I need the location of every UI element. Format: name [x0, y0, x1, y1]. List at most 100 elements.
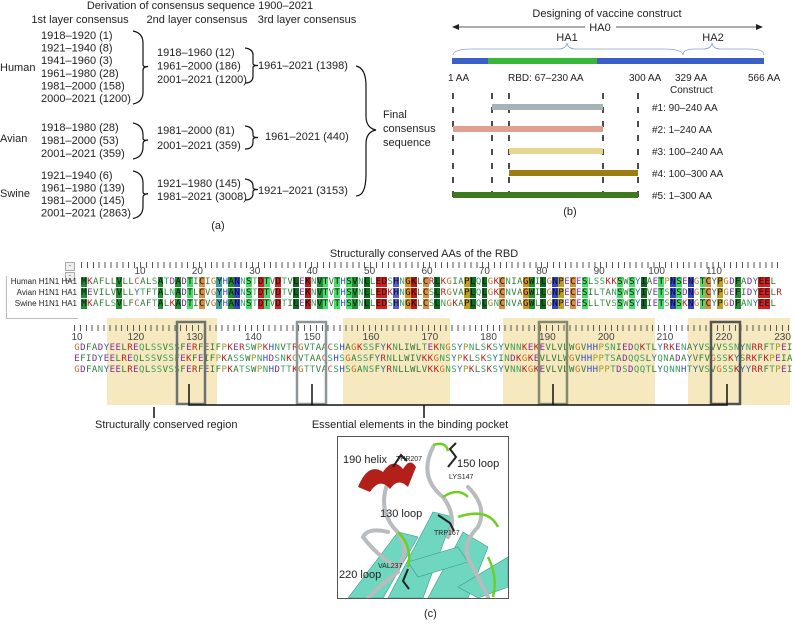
sequence-row: MKAFLSVLFCAFTALKADTICVGYHANNSTDTVDTILEKN… [81, 299, 776, 309]
second-layer-item: 1921–1980 (145) [157, 178, 241, 190]
first-layer-item: 1918–1980 (28) [41, 122, 119, 134]
ruler-tick-label: 120 [127, 332, 145, 343]
ruler-block2 [74, 325, 792, 331]
ruler-tick-label: 10 [71, 332, 83, 343]
second-layer-item: 1981–2021 (3008) [157, 191, 247, 203]
rbd-segment [488, 58, 597, 64]
ruler-tick-label: 100 [648, 266, 665, 277]
ha1-brace [452, 42, 684, 56]
construct-bar-1 [492, 104, 603, 110]
label-150-loop: 150 loop [457, 458, 499, 470]
first-layer-item: 1981–2000 (145) [41, 195, 125, 207]
label-thr207: THR207 [396, 456, 422, 463]
ruler-tick-label: 170 [421, 332, 439, 343]
brace [132, 170, 149, 220]
seq-name-swine: Swine H1N1 HA1 [14, 299, 77, 308]
brace [244, 125, 259, 150]
ruler-tick-label: 80 [536, 266, 548, 277]
sequence-row: GDFADYEELREQLSSVSSFERFEIFPKERSWPKHNVTRGV… [74, 343, 793, 353]
header-1st-layer: 1st layer consensus [31, 14, 129, 26]
header-2nd-layer: 2nd layer consensus [147, 14, 248, 26]
ruler-tick-label: 30 [249, 266, 261, 277]
ruler-tick-label: 40 [306, 266, 318, 277]
brace [244, 47, 259, 84]
sequence-names-panel: Human H1N1 HA1 Avian H1N1 HA1 Swine H1N1… [6, 276, 78, 319]
first-layer-item: 1961–1980 (139) [41, 183, 125, 195]
panel-a-caption: (a) [211, 220, 224, 232]
pos-1aa: 1 AA [448, 73, 469, 84]
first-layer-item: 1981–2000 (53) [41, 135, 119, 147]
brace [132, 122, 149, 160]
third-layer-item: 1961–2021 (1398) [258, 60, 348, 72]
arrow-head-right-icon [756, 24, 763, 30]
panel-b: Designing of vaccine construct HA0 HA1 H… [448, 8, 781, 218]
second-layer-item: 2001–2021 (1200) [157, 74, 247, 86]
arrow-head-left-icon [452, 24, 459, 30]
third-layer-item: 1921–2021 (3153) [258, 185, 348, 197]
ha0-sequence-bar [452, 58, 764, 64]
ruler-tick-label: 230 [774, 332, 791, 343]
first-layer-item: 1921–1940 (8) [41, 43, 113, 55]
construct-bar-3 [509, 148, 603, 154]
construct-bar-4 [509, 170, 638, 176]
construct-label-4: #4: 100–300 AA [652, 169, 724, 180]
sequence-row: EFIDYEELREQLSSVSSFEKFEIFPKASSWPNHDSNKGVT… [74, 354, 793, 364]
pos-329aa: 329 AA [675, 73, 708, 84]
side-chains [392, 442, 458, 590]
group-label: Avian [0, 133, 27, 145]
panel-a: Derivation of consensus sequence 1900–20… [0, 0, 436, 232]
label-lys147: LYS147 [449, 474, 473, 481]
panel-c-title: Structurally conserved AAs of the RBD [330, 248, 518, 260]
sequence-row: MEVILVVLLYTFTALNADTLCVGYHANNSTDTVDTVLEKN… [81, 288, 782, 298]
ha2-brace [682, 42, 765, 56]
brace [244, 178, 259, 201]
ruler-tick-label: 90 [593, 266, 605, 277]
alignment-viewer: - - Human H1N1 HA1 Avian H1N1 HA1 Swine … [0, 260, 794, 410]
seq-name-avian: Avian H1N1 HA1 [16, 288, 77, 297]
label-190-helix: 190 helix [343, 454, 388, 466]
ruler-tick-label: 150 [303, 332, 321, 343]
panel-b-caption: (b) [563, 206, 576, 218]
label-trp167: TRP167 [434, 530, 460, 537]
ruler-tick-label: 20 [191, 266, 203, 277]
ruler-tick-label: 190 [539, 332, 556, 343]
second-layer-item: 1918–1960 (12) [157, 47, 235, 59]
ha2-label: HA2 [702, 32, 723, 44]
third-layer-item: 1961–2021 (440) [265, 131, 349, 143]
sequence-row: MKAFLLVLLCALSATDADTICIGYHANNSTDTVDTVLEKN… [81, 277, 776, 287]
first-layer-item: 1921–1940 (6) [41, 170, 113, 182]
first-layer-item: 1981–2000 (158) [41, 80, 125, 92]
ruler-tick-label: 10 [134, 266, 146, 277]
ruler-tick-label: 210 [656, 332, 674, 343]
pos-566aa: 566 AA [748, 73, 781, 84]
construct-bar-2 [453, 126, 603, 132]
first-layer-item: 1918–1920 (1) [41, 30, 113, 42]
label-130-loop: 130 loop [380, 508, 422, 520]
first-layer-item: 1941–1960 (3) [41, 55, 113, 67]
panel-b-title: Designing of vaccine construct [532, 8, 681, 20]
ruler-tick-label: 130 [186, 332, 203, 343]
ruler-block1 [81, 262, 781, 268]
zoom-out-button[interactable]: - [65, 272, 75, 281]
sequence-row: GDFANYEELREQLSSVSSFERFEIFPKATSWPNHDTTKGT… [74, 365, 793, 375]
ruler-tick-label: 70 [478, 266, 490, 277]
final-brace [355, 65, 377, 197]
seq-name-human: Human H1N1 HA1 [10, 277, 77, 286]
construct-header: Construct [670, 85, 713, 96]
pos-rbd: RBD: 67–230 AA [508, 73, 584, 84]
construct-label-3: #3: 100–240 AA [652, 147, 724, 158]
label-val237: VAL237 [378, 563, 402, 570]
second-layer-item: 1961–2000 (186) [157, 61, 241, 73]
brace [132, 30, 149, 105]
ruler-tick-label: 140 [245, 332, 262, 343]
first-layer-item: 1961–1980 (28) [41, 68, 119, 80]
first-layer-item: 2001–2021 (2863) [41, 208, 131, 220]
zoom-in-button[interactable]: - [65, 262, 75, 271]
ha1-label: HA1 [556, 32, 577, 44]
rbd-structure-image: 190 helix THR207 150 loop LYS147 130 loo… [337, 436, 509, 599]
group-label: Human [0, 62, 35, 74]
construct-label-5: #5: 1–300 AA [652, 191, 712, 202]
second-layer-item: 1981–2000 (81) [157, 125, 235, 137]
